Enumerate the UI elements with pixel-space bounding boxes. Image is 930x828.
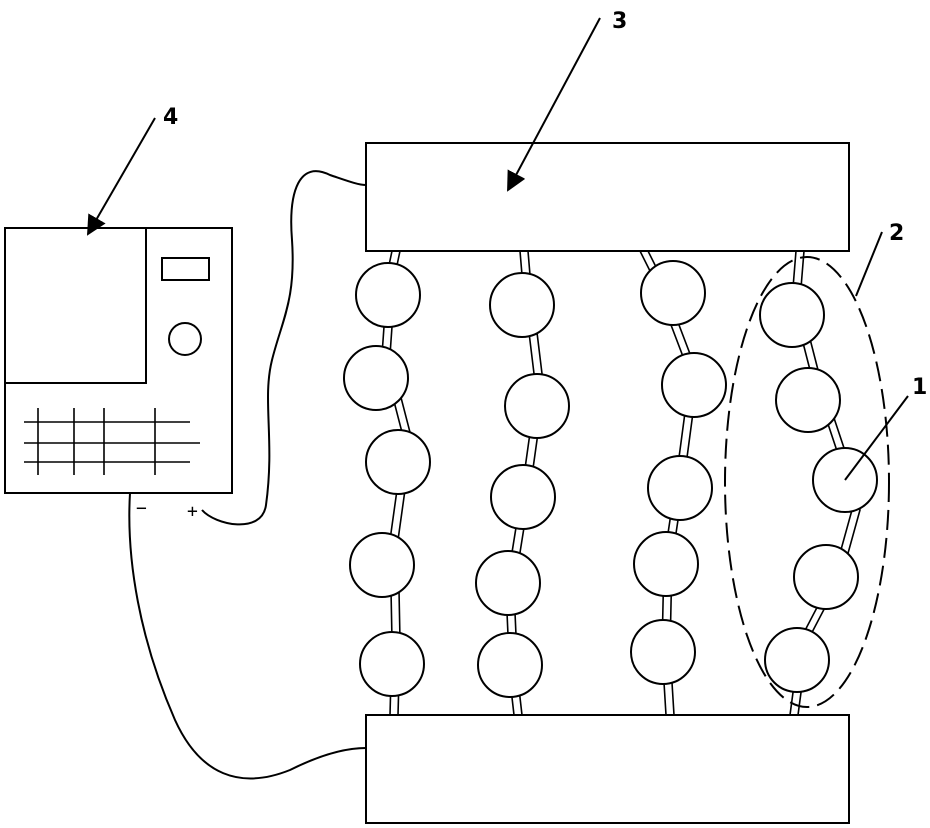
bead — [794, 545, 858, 609]
negative-wire — [129, 493, 366, 778]
leader-line-2 — [856, 232, 882, 296]
bottom-electrode-box — [366, 715, 849, 823]
bead — [631, 620, 695, 684]
bead — [641, 261, 705, 325]
bead — [360, 632, 424, 696]
bead — [356, 263, 420, 327]
negative-terminal-label: − — [136, 498, 147, 519]
top-electrode-box — [366, 143, 849, 251]
bead — [366, 430, 430, 494]
power-supply: − + — [5, 228, 232, 522]
bead — [491, 465, 555, 529]
bead — [476, 551, 540, 615]
bead — [478, 633, 542, 697]
positive-terminal-label: + — [187, 501, 198, 522]
bead-column-4 — [760, 283, 877, 692]
leader-arrow-4 — [88, 118, 155, 234]
label-2: 2 — [889, 221, 904, 246]
bead-column-2 — [476, 273, 569, 697]
bead — [490, 273, 554, 337]
leader-line-1 — [845, 396, 908, 480]
bead — [350, 533, 414, 597]
bead — [505, 374, 569, 438]
bead — [776, 368, 840, 432]
power-supply-housing — [5, 228, 232, 493]
bead — [760, 283, 824, 347]
bead-column-1 — [344, 263, 430, 696]
bead-column-3 — [631, 261, 726, 684]
bead — [634, 532, 698, 596]
label-4: 4 — [163, 105, 178, 130]
label-3: 3 — [612, 9, 627, 34]
bead — [662, 353, 726, 417]
label-1: 1 — [912, 375, 927, 400]
bead — [765, 628, 829, 692]
bead — [344, 346, 408, 410]
bead — [648, 456, 712, 520]
